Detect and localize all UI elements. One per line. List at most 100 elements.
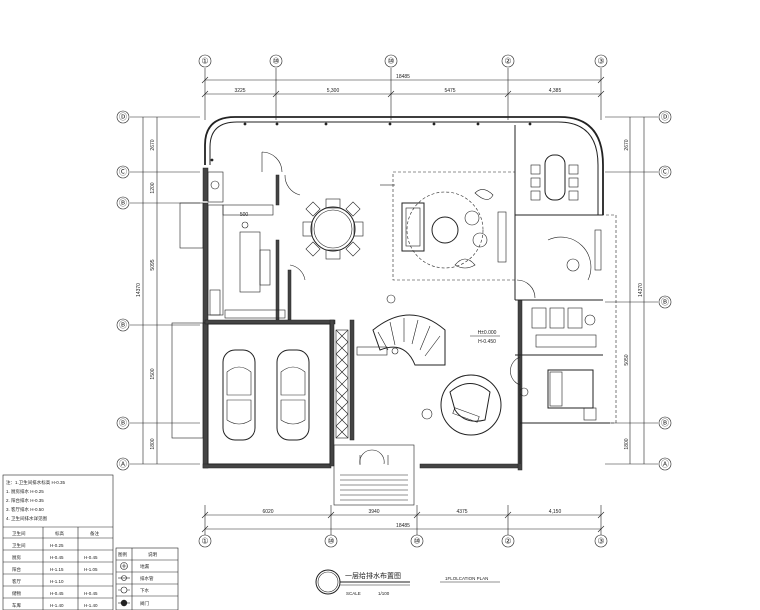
table-cell: H-1.05 bbox=[84, 567, 98, 572]
dimension-text: 5050 bbox=[624, 354, 630, 365]
dimension-text: 3940 bbox=[368, 509, 379, 515]
dimension-text: 2670 bbox=[150, 139, 156, 150]
axis-label: ⑩ bbox=[272, 57, 279, 66]
axis-label: Ⓓ bbox=[661, 113, 669, 122]
level-mark: H-0.450 bbox=[478, 339, 496, 345]
table-cell: H-0.25 bbox=[50, 543, 64, 548]
left-axis-grid: Ⓓ Ⓒ Ⓑ Ⓑ Ⓑ Ⓐ 2670 1200 5095 1500 1800 143… bbox=[116, 110, 200, 471]
legend-label: 排水管 bbox=[140, 575, 154, 582]
right-axis-grid: Ⓓ Ⓒ Ⓑ Ⓑ Ⓐ 2670 5050 1800 14370 bbox=[605, 110, 672, 471]
dimension-text: 5095 bbox=[150, 259, 156, 270]
dimension-text: 18485 bbox=[396, 523, 410, 529]
staircase bbox=[356, 294, 446, 366]
toilet-icon bbox=[584, 314, 596, 326]
table-cell: H-1.40 bbox=[50, 603, 64, 608]
axis-bubble bbox=[594, 54, 608, 68]
dimension-text: 18485 bbox=[396, 74, 410, 80]
drawing-title: 一层给排水布置图 bbox=[345, 571, 401, 580]
axis-bubble bbox=[269, 54, 283, 68]
axis-label: Ⓑ bbox=[661, 298, 669, 307]
dimension-text: 14370 bbox=[638, 283, 644, 297]
drawing-subtitle: 1FLOLCATION PLAN bbox=[445, 576, 488, 581]
axis-label: ⑩ bbox=[387, 57, 394, 66]
legend-label: 阀门 bbox=[140, 600, 149, 607]
sink-icon bbox=[210, 180, 220, 190]
car bbox=[222, 349, 256, 441]
dimension-text: 1800 bbox=[150, 438, 156, 449]
title-bubble bbox=[315, 569, 341, 595]
dimension-text: 5475 bbox=[444, 88, 455, 94]
note-line: 1. 厨房排水 H-0.25 bbox=[6, 488, 44, 495]
kitchen: 500 bbox=[207, 151, 286, 319]
dimension-text: 1500 bbox=[150, 368, 156, 379]
table-cell: 卫生间 bbox=[12, 542, 26, 549]
dimension-text: 3225 bbox=[234, 88, 245, 94]
dimension-text: 4,150 bbox=[549, 509, 562, 515]
axis-bubble bbox=[501, 54, 515, 68]
bottom-axis-grid: 6020 3940 4375 4,150 18485 ① ⑩ ⑩ ② ③ bbox=[198, 505, 608, 548]
table-header: 标高 bbox=[55, 530, 64, 537]
axis-label: Ⓒ bbox=[661, 168, 669, 177]
table-cell: 客厅 bbox=[12, 578, 21, 585]
note-line: 3. 客厅排水 H-0.50 bbox=[6, 506, 44, 513]
dimension-text: 4375 bbox=[456, 509, 467, 515]
study-room bbox=[516, 229, 602, 299]
table-cell: H-1.15 bbox=[50, 567, 64, 572]
legend-label: 下水 bbox=[140, 587, 149, 594]
note-line: 2. 阳台排水 H-0.35 bbox=[6, 497, 44, 504]
axis-label: ① bbox=[201, 537, 208, 546]
axis-bubble bbox=[198, 54, 212, 68]
table-cell: 阳台 bbox=[12, 566, 21, 573]
axis-label: Ⓑ bbox=[119, 199, 127, 208]
legend-label: 地漏 bbox=[140, 563, 149, 570]
axis-label: ⑩ bbox=[413, 537, 420, 546]
table-cell: 车库 bbox=[12, 602, 21, 609]
axis-label: Ⓑ bbox=[119, 419, 127, 428]
table-header: 备注 bbox=[90, 530, 99, 537]
dimension-text: 5,300 bbox=[327, 88, 340, 94]
scale-value: 1/100 bbox=[378, 591, 390, 596]
axis-label: ① bbox=[201, 57, 208, 66]
table-cell: H-1.10 bbox=[50, 579, 64, 584]
table-cell: H-0.45 bbox=[50, 591, 64, 596]
axis-label: Ⓑ bbox=[661, 419, 669, 428]
dimension-text: 1200 bbox=[150, 182, 156, 193]
axis-label: Ⓒ bbox=[119, 168, 127, 177]
dining-table bbox=[284, 174, 364, 281]
room-note: 500 bbox=[240, 212, 249, 218]
drain-icon bbox=[241, 221, 249, 229]
valve-icon bbox=[118, 599, 130, 607]
axis-label: Ⓐ bbox=[119, 460, 127, 469]
axis-label: ③ bbox=[597, 537, 604, 546]
legend-table: 图例 说明 地漏 排水管 下水 阀门 bbox=[115, 547, 179, 610]
axis-label: ② bbox=[504, 537, 511, 546]
dimension-text: 4,385 bbox=[549, 88, 562, 94]
title-block: 一层给排水布置图 SCALE 1/100 1FLOLCATION PLAN bbox=[315, 569, 500, 596]
garage bbox=[207, 323, 349, 465]
dimension-text: 14370 bbox=[136, 283, 142, 297]
level-marks: H±0.000 H-0.450 bbox=[470, 330, 500, 345]
piano bbox=[421, 374, 502, 436]
axis-label: ⑩ bbox=[327, 537, 334, 546]
drain-icon bbox=[118, 586, 130, 594]
living-room bbox=[380, 171, 516, 281]
axis-label: Ⓓ bbox=[119, 113, 127, 122]
pipe-icon bbox=[118, 575, 130, 581]
notes-table: 注：1.卫生间排水标高 H-0.35 1. 厨房排水 H-0.25 2. 阳台排… bbox=[2, 474, 114, 610]
note-line: 注：1.卫生间排水标高 H-0.35 bbox=[6, 479, 66, 486]
note-line: 4. 卫生间排水详见图 bbox=[6, 515, 48, 522]
table-cell: H-0.45 bbox=[84, 591, 98, 596]
top-axis-grid: ① ⑩ ⑩ ② ③ 18485 3225 5,300 5475 4,385 bbox=[198, 54, 608, 120]
axis-label: Ⓑ bbox=[119, 321, 127, 330]
table-header: 卫生间 bbox=[12, 530, 26, 537]
bar-table bbox=[530, 154, 579, 201]
legend-header: 图例 bbox=[118, 551, 127, 558]
entrance-steps bbox=[333, 444, 415, 506]
bedroom bbox=[510, 356, 597, 421]
car bbox=[276, 349, 310, 441]
axis-label: ③ bbox=[597, 57, 604, 66]
table-cell: H-1.40 bbox=[84, 603, 98, 608]
axis-bubble bbox=[384, 54, 398, 68]
dimension-text: 6020 bbox=[262, 509, 273, 515]
